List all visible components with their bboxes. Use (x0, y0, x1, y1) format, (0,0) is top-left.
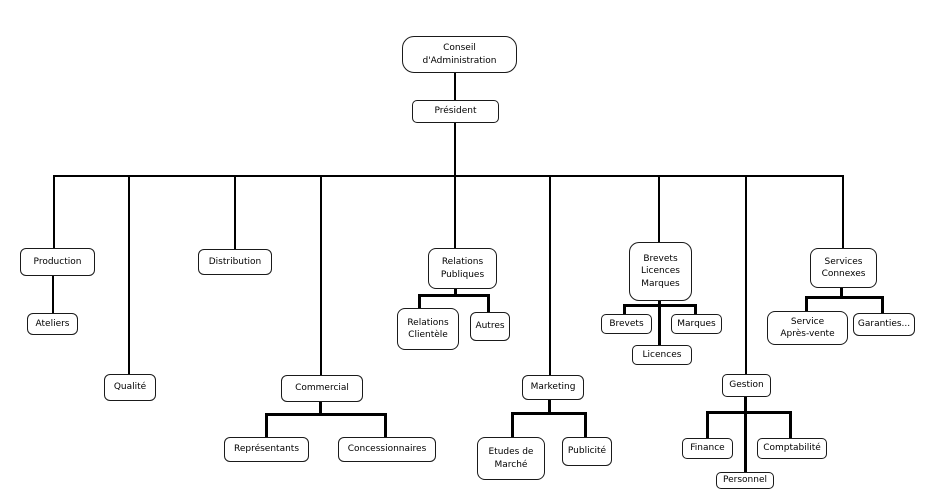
connector-drop-representants (265, 413, 268, 437)
connector-drop-distribution (234, 176, 236, 249)
node-service-apres-vente: Service Après-vente (767, 311, 848, 345)
connector-drop-relations-publiques (454, 176, 456, 248)
connector-drop-commercial (320, 176, 322, 375)
connector-services-connexes-hbar (805, 296, 884, 299)
node-distribution: Distribution (198, 249, 272, 275)
node-etudes-de-marche: Etudes de Marché (477, 437, 545, 480)
connector-commercial-hbar (265, 413, 387, 416)
node-relations-publiques: Relations Publiques (428, 248, 497, 289)
node-brevets: Brevets (601, 314, 652, 334)
connector-drop-qualite (128, 176, 130, 375)
connector-marketing-hbar (511, 412, 587, 415)
node-gestion: Gestion (722, 374, 771, 397)
node-representants: Représentants (224, 437, 309, 462)
node-brevets-licences-marques: Brevets Licences Marques (629, 242, 692, 301)
node-marques: Marques (671, 314, 722, 334)
connector-blm-hbar (623, 304, 697, 307)
connector-drop-finance (706, 411, 709, 438)
connector-commercial-stub (319, 402, 322, 415)
node-comptabilite: Comptabilité (757, 438, 827, 459)
connector-conseil-president (454, 72, 456, 101)
connector-relations-publiques-hbar (418, 294, 490, 297)
connector-drop-personnel (744, 411, 747, 472)
node-ateliers: Ateliers (27, 313, 78, 335)
connector-drop-garanties (881, 296, 884, 313)
connector-drop-gestion (745, 176, 747, 374)
node-autres: Autres (470, 312, 510, 341)
node-president: Président (412, 100, 499, 123)
connector-drop-marketing (549, 176, 551, 375)
connector-drop-concessionnaires (384, 413, 387, 437)
node-services-connexes: Services Connexes (810, 248, 877, 288)
connector-drop-publicite (584, 412, 587, 437)
connector-marketing-stub (548, 400, 551, 414)
node-marketing: Marketing (522, 375, 584, 400)
connector-president-main (454, 123, 456, 177)
connector-drop-brevets-licences-marques (658, 176, 660, 242)
node-commercial: Commercial (281, 375, 363, 402)
node-licences: Licences (632, 345, 692, 365)
connector-services-connexes-stub (840, 288, 843, 298)
connector-drop-production (53, 176, 55, 248)
node-personnel: Personnel (716, 472, 774, 489)
node-relations-clientele: Relations Clientèle (397, 308, 459, 350)
node-production: Production (20, 248, 95, 276)
node-concessionnaires: Concessionnaires (338, 437, 436, 462)
connector-drop-autres (487, 294, 490, 312)
connector-drop-services-connexes (842, 176, 844, 248)
connector-drop-service-apres-vente (805, 296, 808, 311)
node-finance: Finance (682, 438, 733, 459)
connector-blm-middle (658, 301, 661, 345)
node-publicite: Publicité (562, 437, 612, 466)
connector-drop-relations-clientele (418, 294, 421, 309)
connector-drop-etudes-de-marche (511, 412, 514, 437)
connector-gestion-hbar (706, 411, 792, 414)
node-qualite: Qualité (104, 374, 156, 401)
connector-drop-brevets (623, 304, 626, 315)
connector-relations-publiques-stub (454, 289, 457, 297)
node-conseil-administration: Conseil d'Administration (402, 36, 517, 73)
connector-drop-comptabilite (789, 411, 792, 438)
node-garanties: Garanties... (853, 313, 915, 336)
connector-drop-marques (694, 304, 697, 315)
connector-gestion-stub (744, 397, 747, 414)
connector-production-ateliers (52, 276, 54, 313)
connector-main-hbar (53, 175, 844, 177)
